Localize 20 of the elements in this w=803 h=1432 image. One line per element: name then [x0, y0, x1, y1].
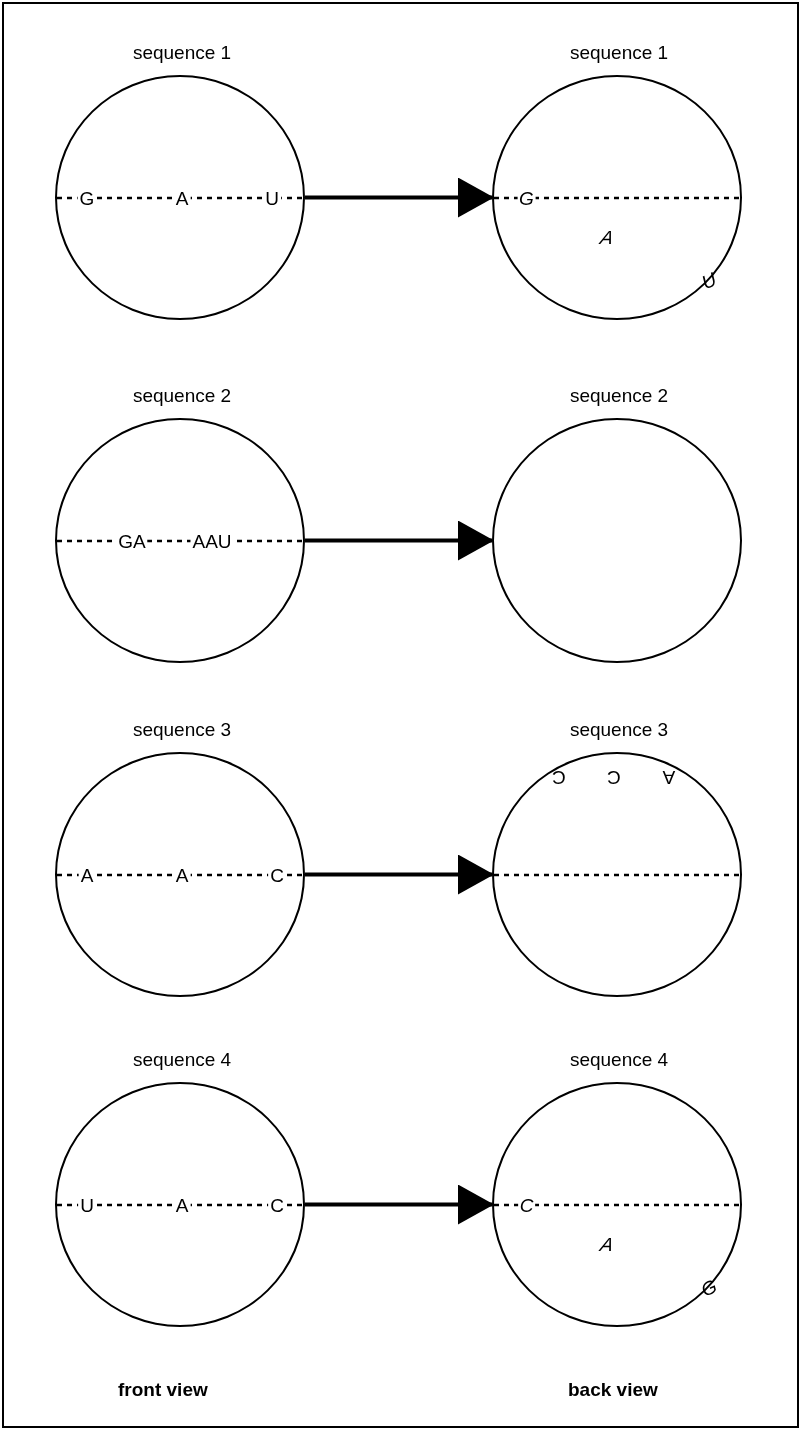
- view-label: back view: [568, 1378, 658, 1402]
- arrow: [305, 177, 494, 218]
- sequence-heading: sequence 4: [568, 1048, 670, 1072]
- base-letter: C: [607, 767, 621, 786]
- base-letter: A: [598, 227, 615, 247]
- arrow: [305, 520, 494, 561]
- sequence-heading: sequence 3: [131, 718, 233, 742]
- arrow: [305, 854, 494, 895]
- base-letter: A: [662, 767, 676, 786]
- base-letter: A: [598, 1234, 615, 1254]
- base-letter: G: [698, 1276, 720, 1300]
- sequence-heading: sequence 2: [131, 384, 233, 408]
- sequence-heading: sequence 1: [568, 41, 670, 65]
- sequence-heading: sequence 4: [131, 1048, 233, 1072]
- sequence-heading: sequence 3: [568, 718, 670, 742]
- view-label: front view: [118, 1378, 208, 1402]
- arrow: [305, 1184, 494, 1225]
- sequence-heading: sequence 1: [131, 41, 233, 65]
- base-letter: C: [552, 767, 566, 786]
- sequence-heading: sequence 2: [568, 384, 670, 408]
